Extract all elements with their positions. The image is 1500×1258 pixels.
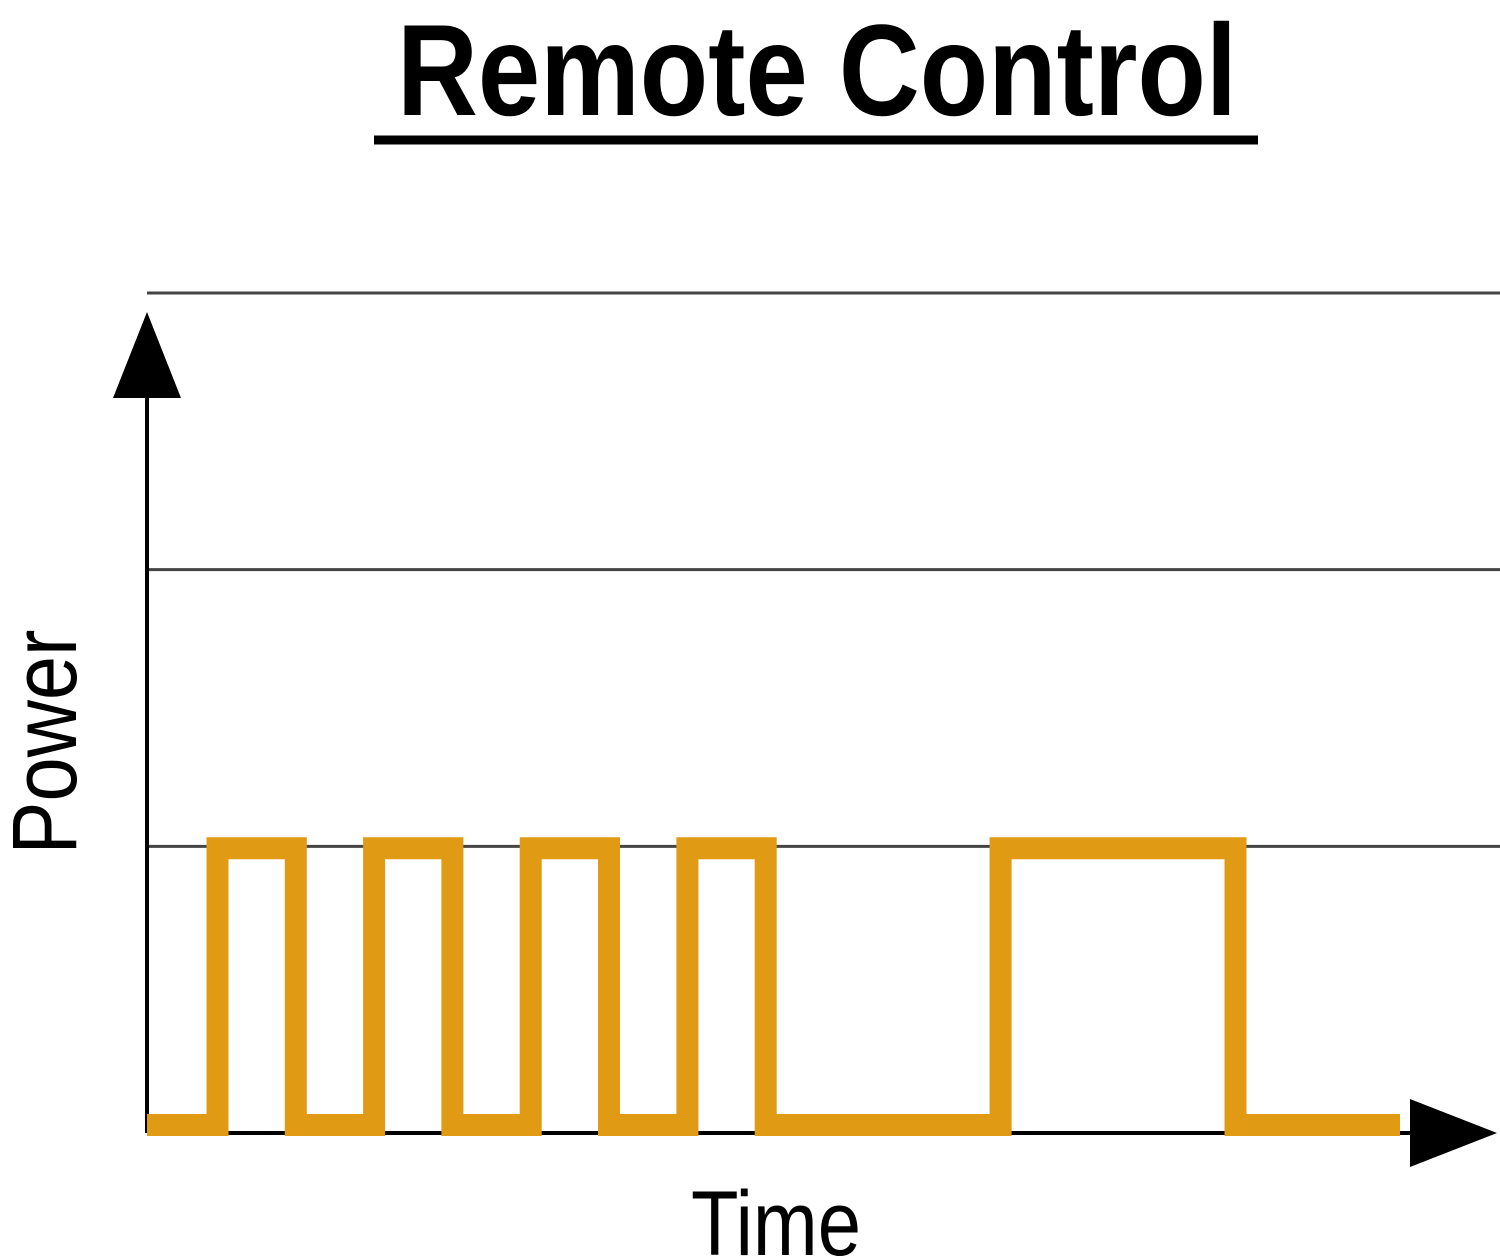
y-axis-label: Power xyxy=(0,630,96,855)
x-axis-label: Time xyxy=(691,1173,861,1258)
chart-title: Remote Control xyxy=(397,0,1237,143)
axes xyxy=(113,312,1497,1167)
series-layer xyxy=(147,837,1400,1136)
signal-series-line xyxy=(147,837,1400,1136)
y-axis-arrow-icon xyxy=(113,312,181,398)
x-axis-arrow-icon xyxy=(1410,1099,1497,1167)
grid-lines xyxy=(147,291,1500,848)
